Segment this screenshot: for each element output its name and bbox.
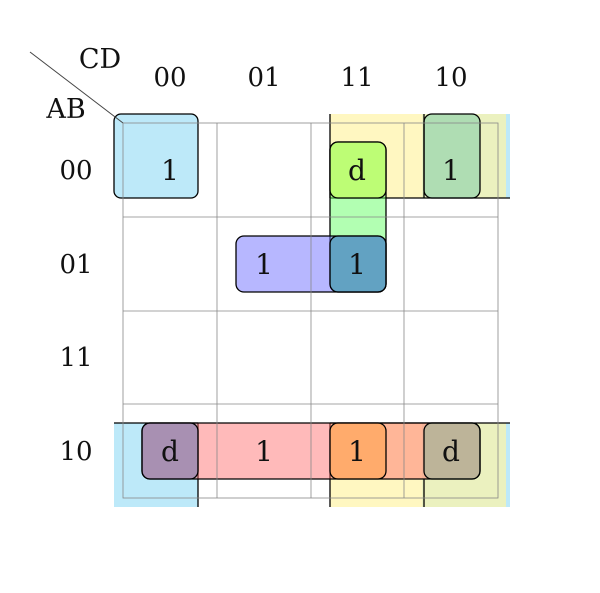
column-label-01: 01: [247, 63, 280, 93]
column-label-00: 00: [153, 63, 186, 93]
row-label-10: 10: [59, 437, 92, 467]
grid-outer: [122, 122, 499, 499]
cell-01-11-outline: [329, 235, 387, 293]
column-label-11: 11: [340, 63, 373, 93]
cell-10-11-outline: [329, 422, 387, 480]
row-variable-label: AB: [45, 94, 85, 125]
cell-10-10-outline: [423, 422, 481, 480]
corners-group-top-left: [113, 113, 199, 199]
cell-r1-c1: 1: [255, 248, 273, 281]
cell-r3-c2: 1: [348, 435, 366, 468]
row-label-01: 01: [59, 250, 92, 280]
cell-values: 1 d 1 1 1 d 1 1 d: [161, 154, 460, 468]
cell-r1-c2: 1: [348, 248, 366, 281]
row-label-00: 00: [59, 156, 92, 186]
cell-r0-c0: 1: [161, 154, 179, 187]
cell-r0-c2: d: [348, 154, 366, 187]
cell-r3-c3: d: [442, 435, 460, 468]
column-label-10: 10: [434, 63, 467, 93]
cell-r3-c0: d: [161, 435, 179, 468]
corners-group-bottom-left: [114, 423, 198, 507]
cell-00-11-outline: [329, 141, 387, 199]
cell-r3-c1: 1: [255, 435, 273, 468]
row-label-11: 11: [59, 343, 92, 373]
cell-r0-c3: 1: [442, 154, 460, 187]
cell-10-00-outline: [141, 422, 199, 480]
grid: [122, 122, 499, 499]
column-variable-label: CD: [79, 44, 121, 75]
header-diagonal: [29, 51, 124, 124]
